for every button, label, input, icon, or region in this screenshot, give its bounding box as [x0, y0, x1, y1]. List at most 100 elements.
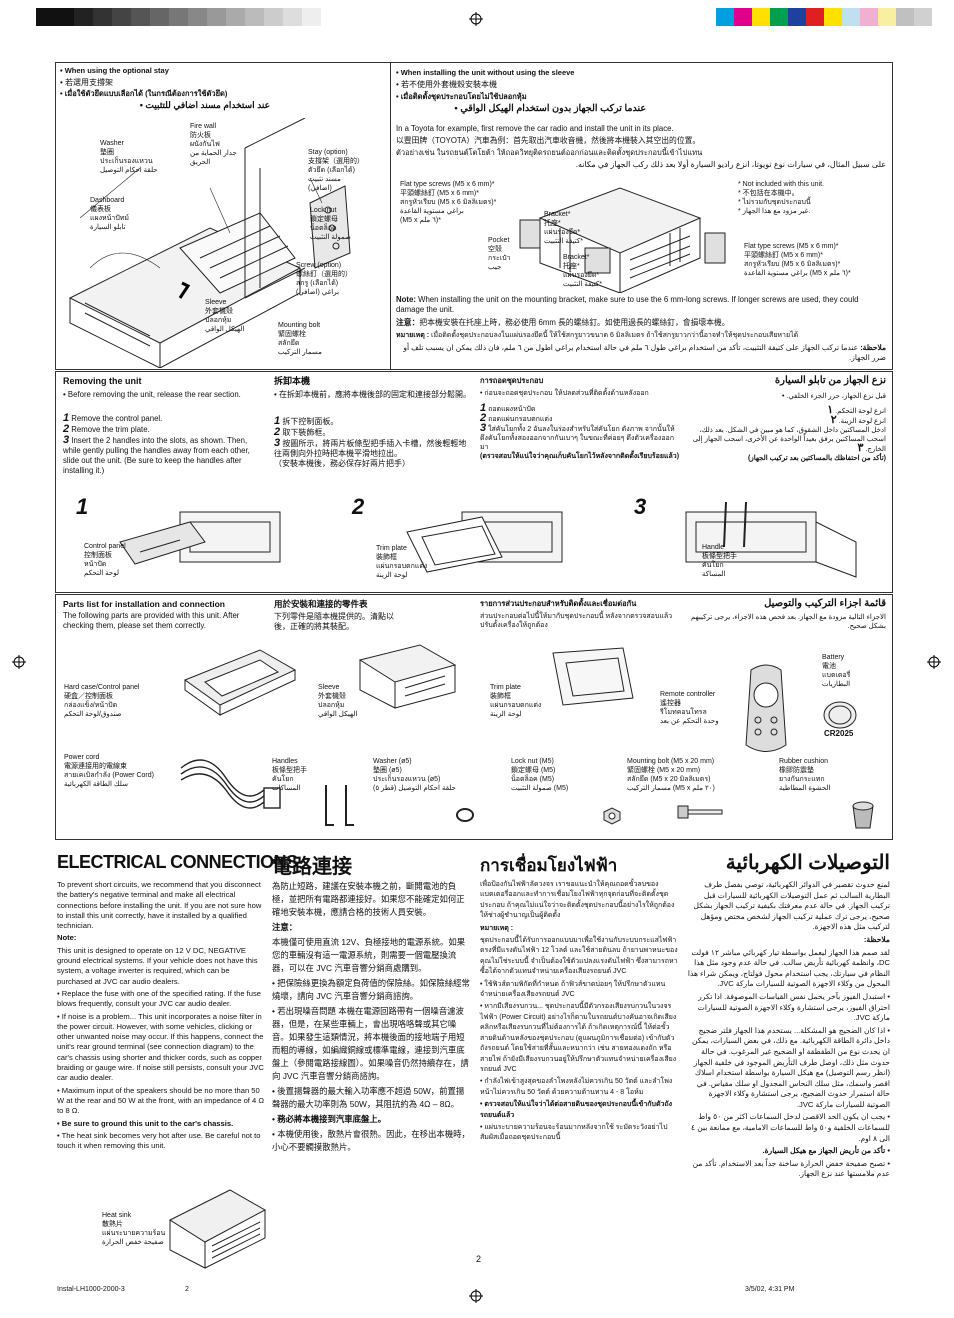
- color-swatch: [36, 8, 55, 26]
- electrical-title-ar: التوصيلات الكهربائية: [725, 852, 890, 874]
- color-swatch: [734, 8, 752, 26]
- hard-case-drawing: [183, 649, 297, 716]
- parts-title-zh: 用於安裝和連接的零件表: [274, 599, 368, 609]
- registration-mark-icon: [927, 655, 941, 669]
- without-sleeve-diagram: [519, 187, 726, 293]
- figure-number-3: 3: [634, 494, 647, 519]
- label-screw: Screw (option) 螺絲釘（選用的） สกรู (เลือกได้) …: [296, 262, 352, 296]
- color-swatch: [806, 8, 824, 26]
- battery-model: CR2025: [824, 729, 854, 738]
- part-hard-case: Hard case/Control panel 硬盒／控制面板 กล่องแข็…: [64, 684, 140, 718]
- parts-title-th: รายการส่วนประกอบสำหรับติดตั้งและเชื่อมต่…: [480, 599, 637, 608]
- optional-stay-title-ar: عند استخدام مسند اضافي للتثبيت •: [139, 100, 270, 110]
- optional-stay-title-zh: • 若選用支撐架: [60, 78, 114, 87]
- color-swatch: [842, 8, 860, 26]
- grayscale-color-bar: [36, 8, 321, 28]
- color-swatch: [245, 8, 264, 26]
- label-sleeve: Sleeve 外套機殼 ปลอกหุ้ม الهيكل الواقي: [205, 299, 245, 333]
- part-handles: Handles 板條型把手 คันโยก المساكات: [272, 758, 307, 792]
- part-mounting-bolt: Mounting bolt (M5 x 20 mm) 緊固螺栓 (M5 x 20…: [627, 758, 715, 792]
- removing-title-zh: 拆卸本機: [274, 376, 311, 386]
- without-sleeve-note-ar: ملاحظة: عندما تركب الجهاز على كتيفة التث…: [403, 343, 886, 362]
- removing-intro-zh: • 在拆卸本機前，應將本機後部的固定和連接部分鬆開。: [274, 390, 472, 399]
- removing-intro-en: • Before removing the unit, release the …: [63, 390, 241, 399]
- without-sleeve-title-ar: عندما تركب الجهاز بدون استخدام الهيكل ال…: [454, 103, 646, 114]
- handles-drawing: [325, 785, 354, 826]
- label-mounting-bolt: Mounting bolt 緊固螺栓 สลักยึด مسمار التركيب: [278, 322, 322, 356]
- label-bracket-top: Bracket* 托座* แผ่นรองยึด* كتيفة التثبيت*: [544, 211, 583, 245]
- part-rubber-cushion: Rubber cushion 橡膠防震墊 ยางกันกระแทก الحشوة…: [779, 758, 831, 792]
- color-swatch: [207, 8, 226, 26]
- color-swatch: [860, 8, 878, 26]
- removing-steps-th: 1 ถอดแผงหน้าปัด 2 ถอดแผ่นกรอบตกแต่ง 3 ใส…: [480, 402, 680, 461]
- optional-stay-title-en: • When using the optional stay: [60, 66, 169, 75]
- without-sleeve-title-th: • เมื่อติดตั้งชุดประกอบโดยไม่ใช้ปลอกหุ้ม: [396, 92, 527, 101]
- label-not-included: * Not included with this unit. * 不包括在本機中…: [738, 181, 824, 215]
- rubber-cushion-drawing: [852, 801, 874, 829]
- color-swatch: [914, 8, 932, 26]
- footer-file: Instal-LH1000-2000-3: [57, 1286, 125, 1293]
- figure-number-1: 1: [76, 494, 89, 519]
- parts-title-en: Parts list for installation and connecti…: [63, 599, 225, 609]
- electrical-text-zh: 為防止短路，建議在安裝本機之前，斷開電池的負極，並把所有電路都連接好。如果您不能…: [272, 881, 470, 1152]
- registration-mark-icon: [469, 12, 483, 26]
- color-swatch: [283, 8, 302, 26]
- label-lock-nut: Lock nut 鎖定螺母 น็อตล็อค صمولة التثبيت: [310, 207, 351, 241]
- label-stay: Stay (option) 支撐架（選用的） ตัวยึด (เลือกได้)…: [308, 149, 364, 192]
- color-swatch: [188, 8, 207, 26]
- label-dashboard: Dashboard 儀表板 แผงหน้าปัทม์ تابلو السيارة: [90, 197, 130, 231]
- part-washer: Washer (ø5) 墊圈 (ø5) ประเก็นรองแหวน (ø5) …: [373, 758, 456, 792]
- removing-steps-zh: 1 拆下控制面板。 2 取下裝飾框。 3 按圖所示，將兩片板條型把手插入卡槽，然…: [274, 415, 467, 469]
- without-sleeve-intro-ar: على سبيل المثال، في سيارات نوع تويوتا، ا…: [575, 160, 886, 169]
- parts-panel: [55, 594, 893, 840]
- parts-intro-ar: الاجزاء التالية مزودة مع الجهاز. بعد فحص…: [691, 614, 886, 630]
- part-trim-plate: Trim plate 裝飾框 แผ่นกรอบตกแต่ง لوحة الزين…: [490, 684, 542, 718]
- without-sleeve-note-th: หมายเหตุ : เมื่อติดตั้งชุดประกอบลงในแผ่น…: [396, 332, 799, 339]
- color-swatch: [150, 8, 169, 26]
- label-heat-sink: Heat sink 散熱片 แผ่นระบายความร้อน صفيحة خف…: [102, 1212, 166, 1246]
- color-swatch: [752, 8, 770, 26]
- without-sleeve-title-zh: • 若不使用外套機殼安裝本機: [396, 80, 498, 89]
- heat-sink-drawing: [168, 1189, 267, 1269]
- optional-stay-title-th: • เมื่อใช้ตัวยึดแบบเลือกได้ (ในกรณีต้องก…: [60, 89, 228, 98]
- color-swatch: [112, 8, 131, 26]
- color-swatch: [824, 8, 842, 26]
- removing-panel: [55, 371, 893, 593]
- label-fire-wall: Fire wall 防火板 ผนังกันไฟ جدار الحماية من …: [190, 123, 237, 166]
- optional-stay-diagram: [68, 118, 351, 368]
- removing-steps-ar: انزع لوحة التحكم. ١ انزع لوحة الزينة. ٢ …: [692, 404, 886, 463]
- removing-intro-th: • ก่อนจะถอดชุดประกอบ ให้ปลดส่วนที่ติดตั้…: [480, 390, 649, 397]
- part-remote-controller: Remote controller 遙控器 รีโมทคอนโทรล وحدة …: [660, 691, 719, 725]
- label-flat-screws-right: Flat type screws (M5 x 6 mm)* 平頭螺絲釘 (M5 …: [744, 243, 851, 277]
- electrical-title-zh: 電路連接: [272, 856, 352, 878]
- parts-intro-th: ส่วนประกอบต่อไปนี้ให้มากับชุดประกอบนี้ ห…: [480, 613, 673, 629]
- trim-plate-drawing: [552, 647, 634, 706]
- label-flat-screws-left: Flat type screws (M5 x 6 mm)* 平頭螺絲釘 (M5 …: [400, 181, 497, 224]
- removing-title-ar: نزع الجهاز من تابلو السيارة: [774, 375, 886, 386]
- label-washer: Washer 墊圈 ประเก็นรองแหวน حلقة احكام التو…: [100, 140, 158, 174]
- part-battery: Battery 電池 แบตเตอรี่ البطاريات: [822, 654, 851, 688]
- parts-title-ar: قائمة اجزاء التركيب والتوصيل: [764, 598, 886, 609]
- removing-intro-ar: قبل نزع الجهاز، حرر الجزء الخلفي. •: [781, 393, 886, 400]
- mounting-bolt-drawing: [677, 805, 723, 819]
- remote-drawing: [745, 664, 787, 752]
- without-sleeve-note-zh: 注意：把本機安裝在托座上時，務必使用 6mm 長的螺絲釘。如使用過長的螺絲釘，會…: [396, 318, 730, 327]
- part-lock-nut: Lock nut (M5) 鎖定螺母 (M5) น็อตล็อค (M5) صم…: [511, 758, 569, 792]
- part-power-cord: Power cord 電源連接用的電線束 สายเคเบิลกำลัง (Pow…: [64, 754, 154, 788]
- electrical-text-th: เพื่อป้องกันไฟฟ้าลัดวงจร เราขอแนะนำให้คุ…: [480, 881, 678, 1142]
- color-swatch: [93, 8, 112, 26]
- removing-diagram-1: [119, 511, 281, 565]
- electrical-title-en: ELECTRICAL CONNECTIONS: [57, 852, 298, 872]
- process-color-bar: [716, 8, 932, 28]
- registration-mark-icon: [12, 655, 26, 669]
- sleeve-drawing: [358, 644, 457, 709]
- color-swatch: [74, 8, 93, 26]
- color-swatch: [55, 8, 74, 26]
- page-number: 2: [476, 1254, 482, 1264]
- color-swatch: [169, 8, 188, 26]
- color-swatch: [131, 8, 150, 26]
- color-swatch: [896, 8, 914, 26]
- lock-nut-drawing: [603, 807, 621, 825]
- color-swatch: [302, 8, 321, 26]
- without-sleeve-intro-th: ตัวอย่างเช่น ในรถยนต์โตโยต้า ให้ถอดวิทยุ…: [396, 148, 703, 157]
